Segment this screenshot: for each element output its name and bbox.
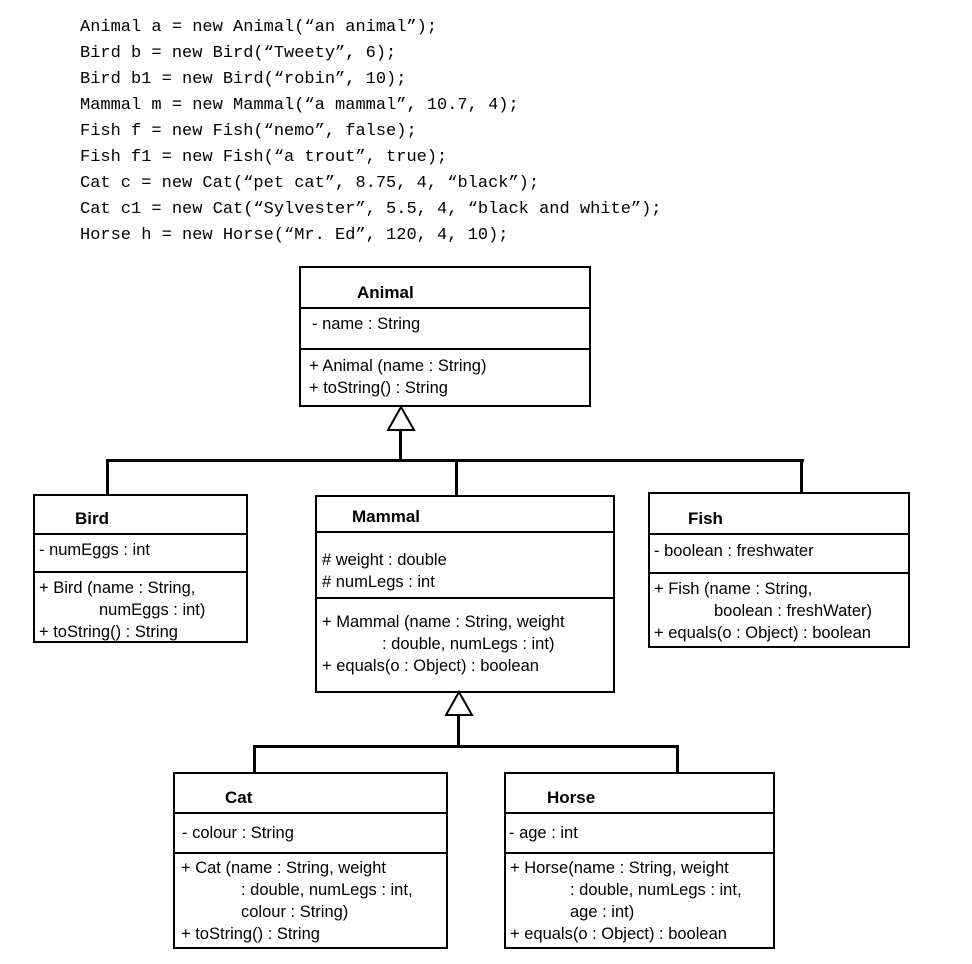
class-method-line: + toString() : String <box>309 379 448 397</box>
class-box-cat: Cat - colour : String + Cat (name : Stri… <box>173 772 448 949</box>
class-method-line: + Horse(name : String, weight <box>510 859 729 877</box>
class-title: Bird <box>75 509 109 528</box>
class-method-line: age : int) <box>570 903 635 921</box>
class-method-line: + equals(o : Object) : boolean <box>654 624 871 642</box>
class-title: Mammal <box>352 507 421 526</box>
class-method-line: + Mammal (name : String, weight <box>322 613 565 631</box>
class-method-line: colour : String) <box>241 903 349 921</box>
connector-line <box>253 745 679 748</box>
connector-line <box>800 459 803 494</box>
class-methods: + Cat (name : String, weight : double, nu… <box>175 852 446 945</box>
code-block: Animal a = new Animal(“an animal”); Bird … <box>80 15 662 249</box>
class-methods: + Mammal (name : String, weight : double,… <box>317 597 613 677</box>
inheritance-triangle-icon <box>386 405 416 431</box>
connector-line <box>106 459 109 496</box>
class-box-mammal: Mammal # weight : double# numLegs : int … <box>315 495 615 693</box>
class-attributes: - age : int <box>506 812 773 852</box>
class-attribute-line: - numEggs : int <box>39 541 150 559</box>
class-methods: + Fish (name : String, boolean : freshWat… <box>650 572 908 644</box>
class-methods: + Animal (name : String) + toString() : S… <box>301 348 589 399</box>
code-line: Animal a = new Animal(“an animal”); <box>80 18 438 37</box>
class-title: Fish <box>688 509 723 528</box>
class-method-line: + Fish (name : String, <box>654 580 813 598</box>
class-method-line: + Cat (name : String, weight <box>181 859 386 877</box>
class-title: Animal <box>357 283 414 302</box>
class-methods: + Horse(name : String, weight : double, n… <box>506 852 773 945</box>
code-line: Cat c1 = new Cat(“Sylvester”, 5.5, 4, “b… <box>80 200 662 219</box>
class-attributes: - numEggs : int <box>35 533 246 571</box>
code-line: Horse h = new Horse(“Mr. Ed”, 120, 4, 10… <box>80 226 509 245</box>
class-method-line: + toString() : String <box>181 925 320 943</box>
code-line: Bird b = new Bird(“Tweety”, 6); <box>80 44 397 63</box>
class-method-line: : double, numLegs : int) <box>382 635 555 653</box>
class-method-line: + equals(o : Object) : boolean <box>510 925 727 943</box>
connector-line <box>457 715 460 748</box>
class-attributes: - colour : String <box>175 812 446 852</box>
class-method-line: : double, numLegs : int, <box>570 881 742 899</box>
class-attribute-line: - age : int <box>509 824 578 842</box>
code-line: Bird b1 = new Bird(“robin”, 10); <box>80 70 407 89</box>
class-attribute-line: - name : String <box>312 315 421 333</box>
connector-line <box>455 459 458 497</box>
class-attributes: # weight : double # numLegs : int <box>317 531 613 597</box>
class-method-line: : double, numLegs : int, <box>241 881 413 899</box>
code-line: Mammal m = new Mammal(“a mammal”, 10.7, … <box>80 96 519 115</box>
class-method-line: + equals(o : Object) : boolean <box>322 657 539 675</box>
class-box-animal: Animal - name : String + Animal (name : … <box>299 266 591 407</box>
class-attribute-line: # weight : double <box>322 551 447 569</box>
class-attribute-line: - colour : String <box>182 824 294 842</box>
inheritance-triangle-icon <box>444 690 474 716</box>
class-box-horse: Horse - age : int + Horse(name : String,… <box>504 772 775 949</box>
connector-line <box>399 430 402 462</box>
class-attribute-line: # numLegs : int <box>322 573 435 591</box>
class-method-line: + Animal (name : String) <box>309 357 487 375</box>
connector-line <box>253 745 256 774</box>
class-box-fish: Fish - boolean : freshwater + Fish (name… <box>648 492 910 648</box>
class-attribute-line: - boolean : freshwater <box>654 542 814 560</box>
class-method-line: + toString() : String <box>39 623 178 641</box>
code-line: Cat c = new Cat(“pet cat”, 8.75, 4, “bla… <box>80 174 540 193</box>
class-method-line: boolean : freshWater) <box>714 602 873 620</box>
connector-line <box>676 745 679 774</box>
class-method-line: numEggs : int) <box>99 601 206 619</box>
class-title: Horse <box>547 788 596 807</box>
class-box-bird: Bird - numEggs : int + Bird (name : Stri… <box>33 494 248 643</box>
class-title: Cat <box>225 788 253 807</box>
class-method-line: + Bird (name : String, <box>39 579 196 597</box>
class-attributes: - name : String <box>301 307 589 348</box>
class-methods: + Bird (name : String, numEggs : int) + to… <box>35 571 246 643</box>
class-attributes: - boolean : freshwater <box>650 533 908 572</box>
code-line: Fish f = new Fish(“nemo”, false); <box>80 122 417 141</box>
code-line: Fish f1 = new Fish(“a trout”, true); <box>80 148 448 167</box>
